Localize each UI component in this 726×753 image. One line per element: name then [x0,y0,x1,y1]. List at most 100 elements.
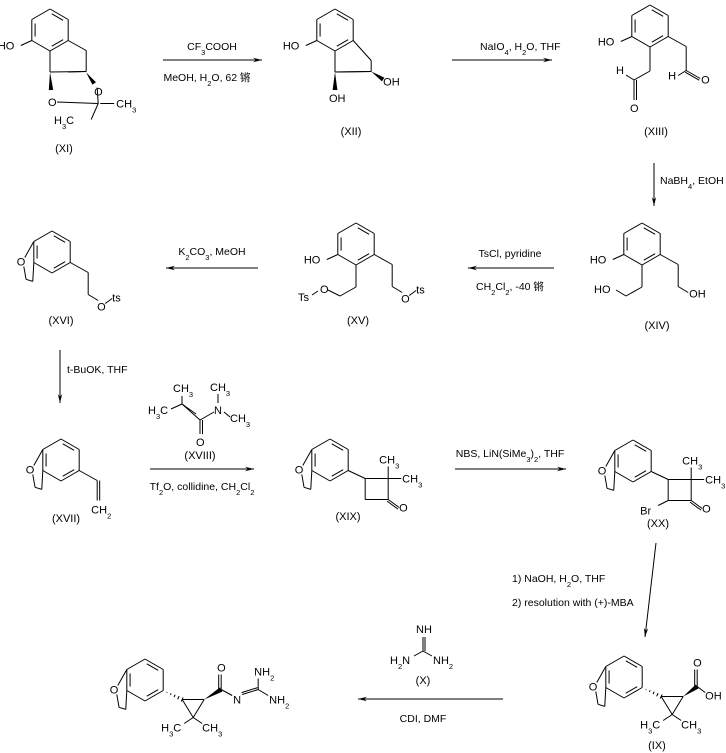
ring-bond [337,222,357,234]
ring-bond [631,4,651,16]
aromatic-bond [357,227,370,235]
bond [391,286,403,293]
bond [667,36,687,47]
ring-bond [614,439,634,451]
double-bond [242,689,259,695]
bond [659,254,679,265]
ring-bond [631,36,651,48]
bond [90,103,99,120]
methyl-label: H3C [640,720,660,736]
furan-bond [32,474,36,488]
arrow-XVI-to-XVII [57,350,63,403]
furan-bond [597,703,605,707]
carbonyl-oxygen-label: O [399,503,408,515]
aromatic-bond [651,9,664,17]
bond [413,650,424,657]
methyl-label: CH3 [116,99,136,115]
methyl-label: CH3 [681,720,701,736]
bond [192,699,205,718]
reagent-below-IX-product: CDI, DMF [400,713,447,725]
aromatic-bond [336,39,349,47]
ring-bond [311,470,331,482]
bond [104,298,113,304]
ring-bond [329,470,349,482]
bond [677,286,689,293]
bond [220,689,233,696]
reagent-above-XI-XII: CF3COOH [187,41,237,57]
furan-bond [118,706,126,710]
methyl-label: CH3 [402,474,422,490]
bond [422,650,433,657]
furan-bond [33,449,44,466]
double-bond [690,500,703,509]
ring-bond [60,438,80,450]
aromatic-bond [146,663,159,671]
methylene-label: CH2 [91,505,111,521]
imine-label: NH [416,624,432,636]
reagent-above-XIX-XX: NBS, LiN(SiMe3)2, THF [456,448,565,464]
double-bond [685,70,701,79]
methyl-label: H3C [54,115,74,131]
reagent-step1-XX-IX: 1) NaOH, H2O, THF [512,573,605,589]
furan-bond [303,486,311,490]
reagent-below-XI-XII: MeOH, H2O, 62 锵 [163,71,251,88]
compound-label-XVI: (XVI) [48,315,73,327]
aromatic-bond [651,35,664,43]
aromatic-bond [62,469,75,477]
ring-bond [144,690,164,702]
ring-oxygen-label: O [589,681,598,693]
ring-bond [33,262,53,274]
ring-bond [623,254,643,266]
wedge-bond [48,72,54,91]
methyl-label: CH3 [379,455,399,471]
double-bond [386,500,399,510]
carbonyl-oxygen-label: O [217,663,226,675]
ether-oxygen-label: O [97,302,106,314]
ring-bond [623,655,643,667]
carbonyl-oxygen-label: O [196,437,205,449]
bond [87,294,99,301]
bond [660,696,673,715]
ring-oxygen-label: O [295,464,304,476]
bond [96,87,99,104]
furan-bond [596,666,607,683]
bond [199,411,215,421]
ring-bond [42,470,62,482]
compound-label-IX: (IX) [648,740,666,752]
arrow-XV-to-XVI [166,265,258,271]
bond [223,411,231,418]
aromatic-bond [336,13,349,21]
arrow-XI-to-XII [163,57,262,63]
compound-label-layer: (XI)(XII)(XIII)(XIV)(XV)(XVI)(XVII)(XIX)… [48,126,669,752]
hydroxyl-label: OH [383,77,400,89]
bond [181,403,201,421]
aldehyde-h-label: H [616,65,624,77]
ring-bond [33,230,53,242]
furan-bond [302,449,313,466]
carbonyl-oxygen-label: O [702,504,711,516]
wedge-bond [86,72,96,85]
furan-bond [25,278,33,282]
ring-bond [329,438,349,450]
aromatic-bond [331,469,344,477]
furan-bond [604,687,607,707]
furan-bond [116,694,120,708]
hydroxyl-label: HO [598,37,615,49]
arrow-IX-to-product [358,696,503,702]
methyl-label: CH3 [202,723,222,739]
hash-bond [648,690,651,693]
furan-bond [310,470,313,490]
hash-bond [656,692,659,697]
hash-bond [177,695,180,700]
carbonyl-oxygen-label: O [693,658,702,670]
aldehyde-h-label: H [668,71,676,83]
aromatic-bond [331,443,344,451]
ring-bond [355,254,375,266]
compound-label-XIV: (XIV) [644,320,669,332]
ring-oxygen-label: O [598,465,607,477]
bond [677,70,687,76]
hydroxyl-label: OH [689,289,706,301]
bond [352,40,372,61]
ring-bond [649,4,669,16]
bond [49,71,87,73]
